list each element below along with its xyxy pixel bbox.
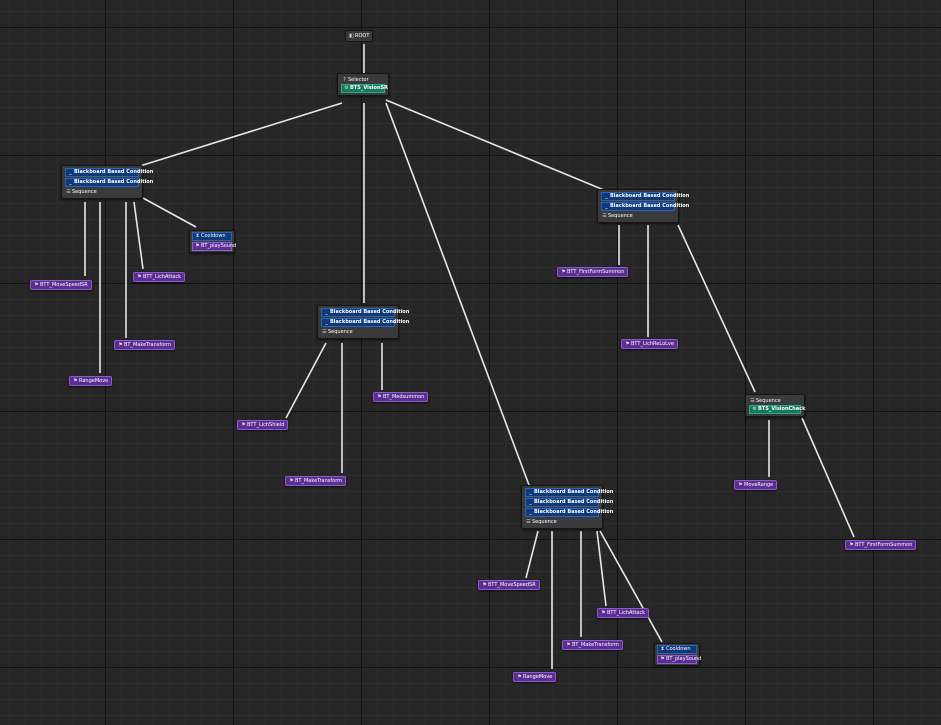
task-icon: ⚑ — [73, 378, 78, 384]
service-bts-visionsr[interactable]: ⚙BTS_VisionSR — [341, 84, 388, 93]
task-icon: ⚑ — [482, 582, 487, 588]
sequence-node-left[interactable]: _Blackboard Based Condition _Blackboard … — [61, 165, 153, 199]
task-node[interactable]: ⚑BTT_FirstFormSummon — [557, 267, 629, 277]
task-node[interactable]: ⚑BTT_FirstFormSummon — [845, 540, 917, 550]
decorator-blackboard-condition[interactable]: _Blackboard Based Condition — [321, 308, 409, 317]
cooldown-icon: ⧗ — [660, 646, 665, 652]
task-icon: ⚑ — [289, 478, 294, 484]
decorator-blackboard-condition[interactable]: _Blackboard Based Condition — [65, 178, 153, 187]
task-icon: ⚑ — [34, 282, 39, 288]
task-node[interactable]: ⚑BT_Medsummon — [373, 392, 429, 402]
decorator-blackboard-condition[interactable]: _Blackboard Based Condition — [65, 168, 153, 177]
task-node[interactable]: ⚑BTT_MoveSpeedSR — [478, 580, 540, 590]
task-icon: ⚑ — [625, 341, 630, 347]
cooldown-node-left[interactable]: ⧗Cooldown ⚑BT_playSound — [189, 230, 236, 253]
service-icon: ⚙ — [344, 85, 349, 91]
task-icon: ⚑ — [566, 642, 571, 648]
selector-node[interactable]: ?Selector ⚙BTS_VisionSR — [337, 73, 389, 96]
task-icon: ⚑ — [517, 674, 522, 680]
task-node[interactable]: ⚑BT_MakeTransform — [562, 640, 624, 650]
task-node[interactable]: ⚑BTT_LichReLoLve — [621, 339, 678, 349]
task-node[interactable]: ⚑RangeMove — [513, 672, 557, 682]
sequence-node-bottom[interactable]: _Blackboard Based Condition _Blackboard … — [521, 485, 613, 529]
sequence-icon: ☰ — [750, 398, 755, 404]
decorator-icon: _ — [529, 489, 532, 495]
task-node[interactable]: ⚑BTT_LichAttack — [133, 272, 186, 282]
task-bt-playsound[interactable]: ⚑BT_playSound — [192, 242, 236, 251]
sequence-icon: ☰ — [526, 519, 531, 525]
task-node[interactable]: ⚑BTT_MoveSpeedSR — [30, 280, 92, 290]
task-icon: ⚑ — [561, 269, 566, 275]
sequence-node-far-right[interactable]: ☰Sequence ⚙BTS_VisionCheck — [745, 394, 805, 417]
decorator-icon: _ — [605, 193, 608, 199]
task-icon: ⚑ — [738, 482, 743, 488]
decorator-icon: _ — [529, 509, 532, 515]
sequence-node-right[interactable]: _Blackboard Based Condition _Blackboard … — [597, 189, 689, 223]
selector-icon: ? — [343, 77, 346, 83]
service-icon: ⚙ — [752, 406, 757, 412]
task-node[interactable]: ⚑BTT_LichAttack — [597, 608, 650, 618]
cooldown-icon: ⧗ — [195, 233, 200, 239]
root-label: ROOT — [355, 33, 370, 39]
task-node[interactable]: ⚑BT_MakeTransform — [114, 340, 176, 350]
decorator-blackboard-condition[interactable]: _Blackboard Based Condition — [525, 508, 613, 517]
sequence-node-middle[interactable]: _Blackboard Based Condition _Blackboard … — [317, 305, 409, 339]
decorator-blackboard-condition[interactable]: _Blackboard Based Condition — [525, 498, 613, 507]
task-node[interactable]: ⚑BT_MakeTransform — [285, 476, 347, 486]
task-bt-playsound[interactable]: ⚑BT_playSound — [657, 655, 701, 664]
root-icon: ◧ — [349, 33, 354, 39]
sequence-icon: ☰ — [602, 213, 607, 219]
cooldown-node-bottom[interactable]: ⧗Cooldown ⚑BT_playSound — [654, 643, 701, 666]
decorator-cooldown[interactable]: ⧗Cooldown — [657, 645, 697, 654]
decorator-icon: _ — [325, 309, 328, 315]
task-icon: ⚑ — [849, 542, 854, 548]
decorator-icon: _ — [605, 203, 608, 209]
sequence-title: ☰Sequence — [322, 329, 353, 335]
decorator-icon: _ — [69, 179, 72, 185]
task-icon: ⚑ — [601, 610, 606, 616]
task-node[interactable]: ⚑MoveRange — [734, 480, 778, 490]
decorator-icon: _ — [529, 499, 532, 505]
task-node[interactable]: ⚑BTT_LichShield — [237, 420, 289, 430]
task-icon: ⚑ — [137, 274, 142, 280]
decorator-blackboard-condition[interactable]: _Blackboard Based Condition — [601, 202, 689, 211]
decorator-icon: _ — [325, 319, 328, 325]
sequence-title: ☰Sequence — [602, 213, 633, 219]
root-node[interactable]: ◧ROOT — [345, 30, 374, 42]
decorator-blackboard-condition[interactable]: _Blackboard Based Condition — [601, 192, 689, 201]
selector-title: ?Selector — [343, 77, 369, 83]
sequence-title: ☰Sequence — [66, 189, 97, 195]
sequence-title: ☰Sequence — [526, 519, 557, 525]
decorator-blackboard-condition[interactable]: _Blackboard Based Condition — [321, 318, 409, 327]
task-icon: ⚑ — [660, 656, 665, 662]
service-bts-visioncheck[interactable]: ⚙BTS_VisionCheck — [749, 405, 805, 414]
task-icon: ⚑ — [195, 243, 200, 249]
task-icon: ⚑ — [377, 394, 382, 400]
decorator-icon: _ — [69, 169, 72, 175]
task-icon: ⚑ — [118, 342, 123, 348]
sequence-icon: ☰ — [322, 329, 327, 335]
sequence-icon: ☰ — [66, 189, 71, 195]
decorator-cooldown[interactable]: ⧗Cooldown — [192, 232, 232, 241]
decorator-blackboard-condition[interactable]: _Blackboard Based Condition — [525, 488, 613, 497]
sequence-title: ☰Sequence — [750, 398, 781, 404]
task-node[interactable]: ⚑RangeMove — [69, 376, 113, 386]
task-icon: ⚑ — [241, 422, 246, 428]
